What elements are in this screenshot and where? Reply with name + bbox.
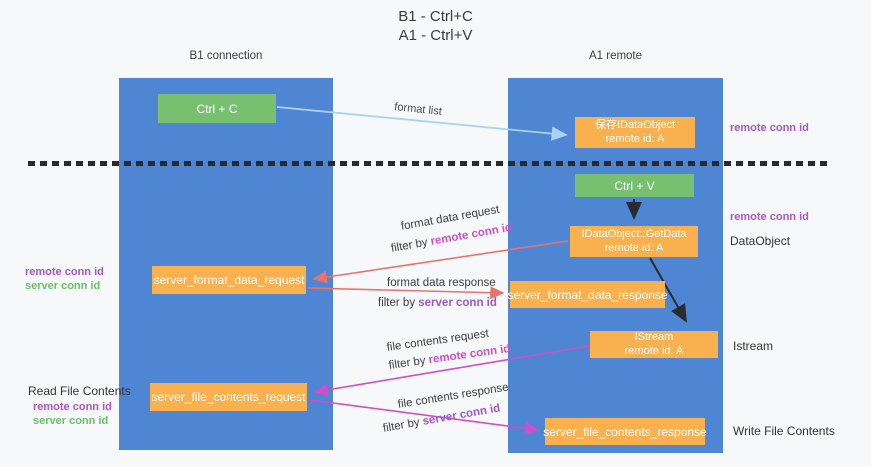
left-column-name: B1 xyxy=(189,50,204,62)
left-column-role: connection xyxy=(206,50,263,62)
server-format-data-request-box: server_format_data_request xyxy=(152,266,306,294)
server-file-contents-response-label: server_file_contents_response xyxy=(543,424,707,439)
getdata-box: IDataObject::GetData remote id: A xyxy=(570,226,698,257)
server-file-contents-response-box: server_file_contents_response xyxy=(543,418,707,445)
remote-conn-id-label-left-2: remote conn id xyxy=(33,401,112,413)
saved-dataobject-line2: remote id: A xyxy=(605,132,665,145)
saved-dataobject-box: 保存IDataObject remote id: A xyxy=(575,117,695,148)
remote-conn-id-label-left-1: remote conn id xyxy=(25,266,104,278)
server-conn-id-filter-term-2: server conn id xyxy=(421,402,502,428)
read-file-contents-label: Read File Contents xyxy=(28,384,131,398)
ctrl-v-label: Ctrl + V xyxy=(614,178,655,193)
server-format-data-response-box: server_format_data_response xyxy=(507,281,668,308)
server-file-contents-request-label: server_file_contents_request xyxy=(151,390,306,404)
remote-conn-id-label-top-right: remote conn id xyxy=(730,122,809,134)
ctrl-v-box: Ctrl + V xyxy=(575,174,694,197)
filter-by-server-conn-id-label-1: filter by server conn id xyxy=(378,297,497,309)
filter-by-text: filter by xyxy=(390,236,432,255)
right-column-role: remote xyxy=(606,50,643,62)
saved-dataobject-line1: 保存IDataObject xyxy=(594,119,676,131)
filter-by-text: filter by xyxy=(382,416,424,435)
server-file-contents-request-box: server_file_contents_request xyxy=(150,383,307,411)
istream-line1: IStream xyxy=(634,331,674,343)
ctrl-c-label: Ctrl + C xyxy=(196,101,238,116)
phase-separator-dashed-line xyxy=(28,161,830,166)
istream-box: IStream remote id: A xyxy=(590,331,718,358)
istream-side-label: Istream xyxy=(733,339,774,353)
right-column-name: A1 xyxy=(588,50,604,62)
ctrl-c-box: Ctrl + C xyxy=(158,94,276,123)
server-conn-id-label-left-1: server conn id xyxy=(25,280,101,292)
server-format-data-response-label: server_format_data_response xyxy=(507,287,668,302)
server-format-data-request-label: server_format_data_request xyxy=(153,273,305,287)
remote-conn-id-label-mid-right: remote conn id xyxy=(730,211,809,223)
getdata-line2: remote id: A xyxy=(604,241,664,254)
title-line-2: A1 - Ctrl+V xyxy=(398,27,473,44)
title-line-1: B1 - Ctrl+C xyxy=(398,8,473,25)
filter-by-text: filter by xyxy=(378,297,419,309)
server-conn-id-filter-term-1: server conn id xyxy=(418,297,497,309)
write-file-contents-label: Write File Contents xyxy=(733,424,835,438)
diagram-title: B1 - Ctrl+C A1 - Ctrl+V xyxy=(0,7,871,45)
format-list-arrow-label: format list xyxy=(393,101,443,118)
format-data-response-arrow-label: format data response xyxy=(387,277,496,289)
right-column-header: A1 remote xyxy=(508,49,723,63)
getdata-line1: IDataObject::GetData xyxy=(581,228,687,240)
istream-line2: remote id: A xyxy=(624,344,684,357)
dataobject-label: DataObject xyxy=(730,234,791,248)
server-conn-id-label-left-2: server conn id xyxy=(33,415,109,427)
filter-by-text: filter by xyxy=(388,354,430,372)
left-column-header: B1 connection xyxy=(119,49,333,63)
